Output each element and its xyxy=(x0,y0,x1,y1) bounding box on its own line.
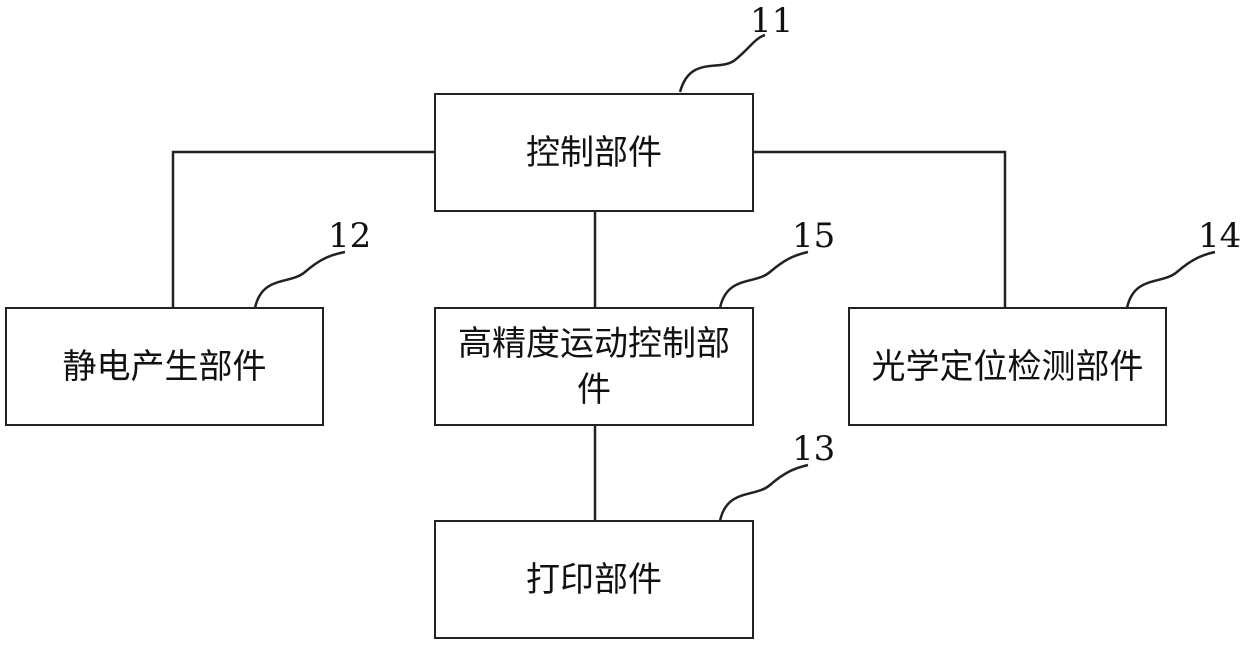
connector-control-optical xyxy=(753,152,1005,308)
optical-detection-label: 光学定位检测部件 xyxy=(868,344,1148,390)
leader-line-13 xyxy=(720,465,808,521)
ref-number-14: 14 xyxy=(1198,219,1240,253)
motion-control-box: 高精度运动控制部件 xyxy=(434,307,754,426)
ref-number-15: 15 xyxy=(792,219,835,253)
leader-line-15 xyxy=(720,252,808,308)
static-generation-box: 静电产生部件 xyxy=(5,307,324,426)
ref-number-13: 13 xyxy=(792,432,835,466)
leader-line-11 xyxy=(680,35,765,92)
leader-line-14 xyxy=(1127,252,1215,308)
print-component-box: 打印部件 xyxy=(434,520,754,639)
static-generation-label: 静电产生部件 xyxy=(63,344,267,390)
ref-number-11: 11 xyxy=(750,4,793,38)
optical-detection-box: 光学定位检测部件 xyxy=(848,307,1167,426)
leader-line-12 xyxy=(255,252,345,308)
control-component-label: 控制部件 xyxy=(526,130,662,176)
ref-number-12: 12 xyxy=(328,219,371,253)
motion-control-label: 高精度运动控制部件 xyxy=(444,321,744,413)
control-component-box: 控制部件 xyxy=(434,93,754,212)
print-component-label: 打印部件 xyxy=(526,557,662,603)
connector-control-static xyxy=(173,152,434,308)
